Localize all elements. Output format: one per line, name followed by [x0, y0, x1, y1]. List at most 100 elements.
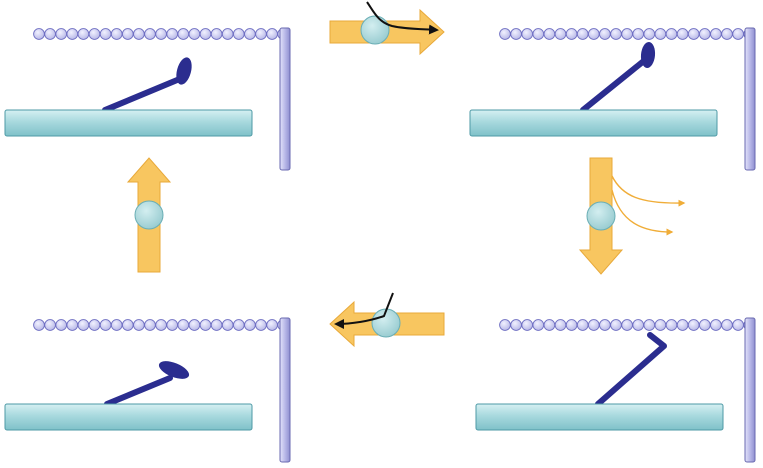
bead	[665, 319, 678, 331]
bead	[543, 28, 556, 40]
bead	[55, 319, 68, 331]
bead	[44, 319, 56, 331]
bead	[121, 319, 134, 331]
bead	[99, 319, 112, 331]
transition-arrow-left-bottom	[329, 292, 445, 348]
bead	[177, 28, 190, 40]
lever-arm	[104, 375, 173, 407]
substrate-bar	[469, 109, 718, 137]
bead	[532, 28, 545, 40]
bead	[244, 28, 256, 40]
bead	[554, 28, 567, 40]
cantilever-lever	[102, 57, 192, 113]
bead	[133, 319, 145, 331]
bead	[643, 28, 656, 40]
transition-arrow-down-right	[578, 157, 686, 275]
bead	[665, 28, 678, 40]
lever-arm	[580, 57, 648, 113]
bead	[521, 319, 534, 331]
panel-top-right	[469, 27, 756, 171]
bead	[587, 319, 600, 331]
bead	[510, 319, 522, 331]
bead	[587, 28, 600, 40]
bead	[166, 28, 179, 40]
bead	[199, 28, 212, 40]
bead	[77, 28, 90, 40]
bead	[188, 319, 201, 331]
bead	[110, 28, 123, 40]
bead	[654, 28, 667, 40]
bead	[110, 319, 123, 331]
bead	[210, 319, 223, 331]
bead	[576, 28, 589, 40]
bead	[710, 319, 722, 331]
bead	[599, 28, 611, 40]
emission-arrow-upper	[611, 175, 686, 207]
bead	[77, 319, 90, 331]
bead	[155, 28, 167, 40]
bead	[676, 28, 689, 40]
bead-chain	[499, 319, 756, 331]
panel-bottom-left	[4, 317, 291, 463]
bead	[88, 319, 101, 331]
transition-arrow-up-left	[126, 157, 172, 273]
bead	[499, 28, 511, 40]
bead-chain	[33, 28, 290, 40]
bead	[99, 28, 112, 40]
bead	[221, 319, 234, 331]
substrate-bar	[4, 403, 253, 431]
bead	[732, 28, 744, 40]
bead	[576, 319, 589, 331]
bead	[88, 28, 101, 40]
lever-arm	[102, 75, 185, 113]
probe-ball	[586, 201, 616, 231]
bead	[654, 319, 667, 331]
deflection-trace-line	[334, 292, 394, 329]
substrate-bar	[475, 403, 724, 431]
transition-arrow-right-top	[329, 1, 445, 56]
lever-tip	[158, 361, 190, 379]
panel-bottom-right	[475, 317, 756, 463]
bead	[565, 28, 578, 40]
bead	[532, 319, 545, 331]
bead	[499, 319, 511, 331]
side-wall	[744, 27, 756, 171]
bead	[266, 319, 278, 331]
bead	[210, 28, 223, 40]
emission-arrow-lower	[611, 189, 674, 236]
bead	[188, 28, 201, 40]
bead	[721, 28, 733, 40]
bead	[221, 28, 234, 40]
bead	[133, 28, 145, 40]
bead	[166, 319, 179, 331]
bead	[121, 28, 134, 40]
bead	[643, 319, 656, 331]
bead	[66, 319, 79, 331]
bead	[698, 28, 711, 40]
side-wall	[279, 27, 291, 171]
bead	[232, 319, 245, 331]
bead	[199, 319, 212, 331]
cantilever-lever	[580, 42, 656, 113]
panel-top-left	[4, 27, 291, 171]
side-wall	[744, 317, 756, 463]
bead	[543, 319, 556, 331]
bead	[144, 28, 156, 40]
bead	[232, 28, 245, 40]
bead	[255, 28, 267, 40]
cantilever-lever	[104, 361, 190, 407]
deflection-trace-line	[366, 1, 439, 35]
bead-chain	[499, 28, 756, 40]
bead	[266, 28, 278, 40]
bead	[632, 319, 645, 331]
bead	[710, 28, 722, 40]
bead	[55, 28, 68, 40]
lever-arm	[595, 332, 667, 407]
bead	[521, 28, 534, 40]
bead	[599, 319, 611, 331]
bead	[632, 28, 645, 40]
substrate-bar	[4, 109, 253, 137]
bead	[621, 28, 633, 40]
lever-tip	[640, 42, 656, 68]
bead	[721, 319, 733, 331]
